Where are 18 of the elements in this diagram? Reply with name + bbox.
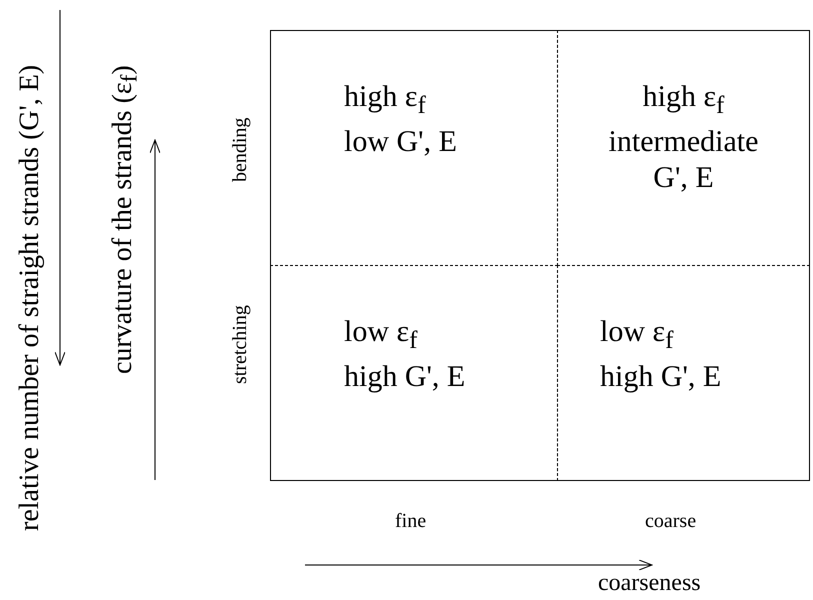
axis-label: relative number of straight strands (G', E)	[14, 63, 46, 533]
matrix-cell	[270, 30, 558, 266]
cell-text: low ε$_{f}$	[600, 314, 674, 356]
row-label: stretching	[229, 304, 252, 386]
column-label: coarse	[645, 510, 696, 533]
cell-text: high ε$_{f}$	[344, 79, 426, 121]
cell-text: high G', E	[600, 359, 722, 395]
cell-text: low ε$_{f}$	[344, 314, 418, 356]
cell-text: low G', E	[344, 124, 457, 160]
matrix-cell	[270, 265, 558, 481]
row-label: bending	[229, 116, 252, 184]
cell-text: intermediate G', E	[608, 124, 760, 196]
matrix-cell	[557, 30, 810, 266]
axis-label: coarseness	[598, 570, 701, 597]
column-label: fine	[395, 510, 426, 533]
matrix-cell	[557, 265, 810, 481]
cell-text: high ε$_{f}$	[642, 79, 726, 121]
cell-text: high G', E	[344, 359, 466, 395]
